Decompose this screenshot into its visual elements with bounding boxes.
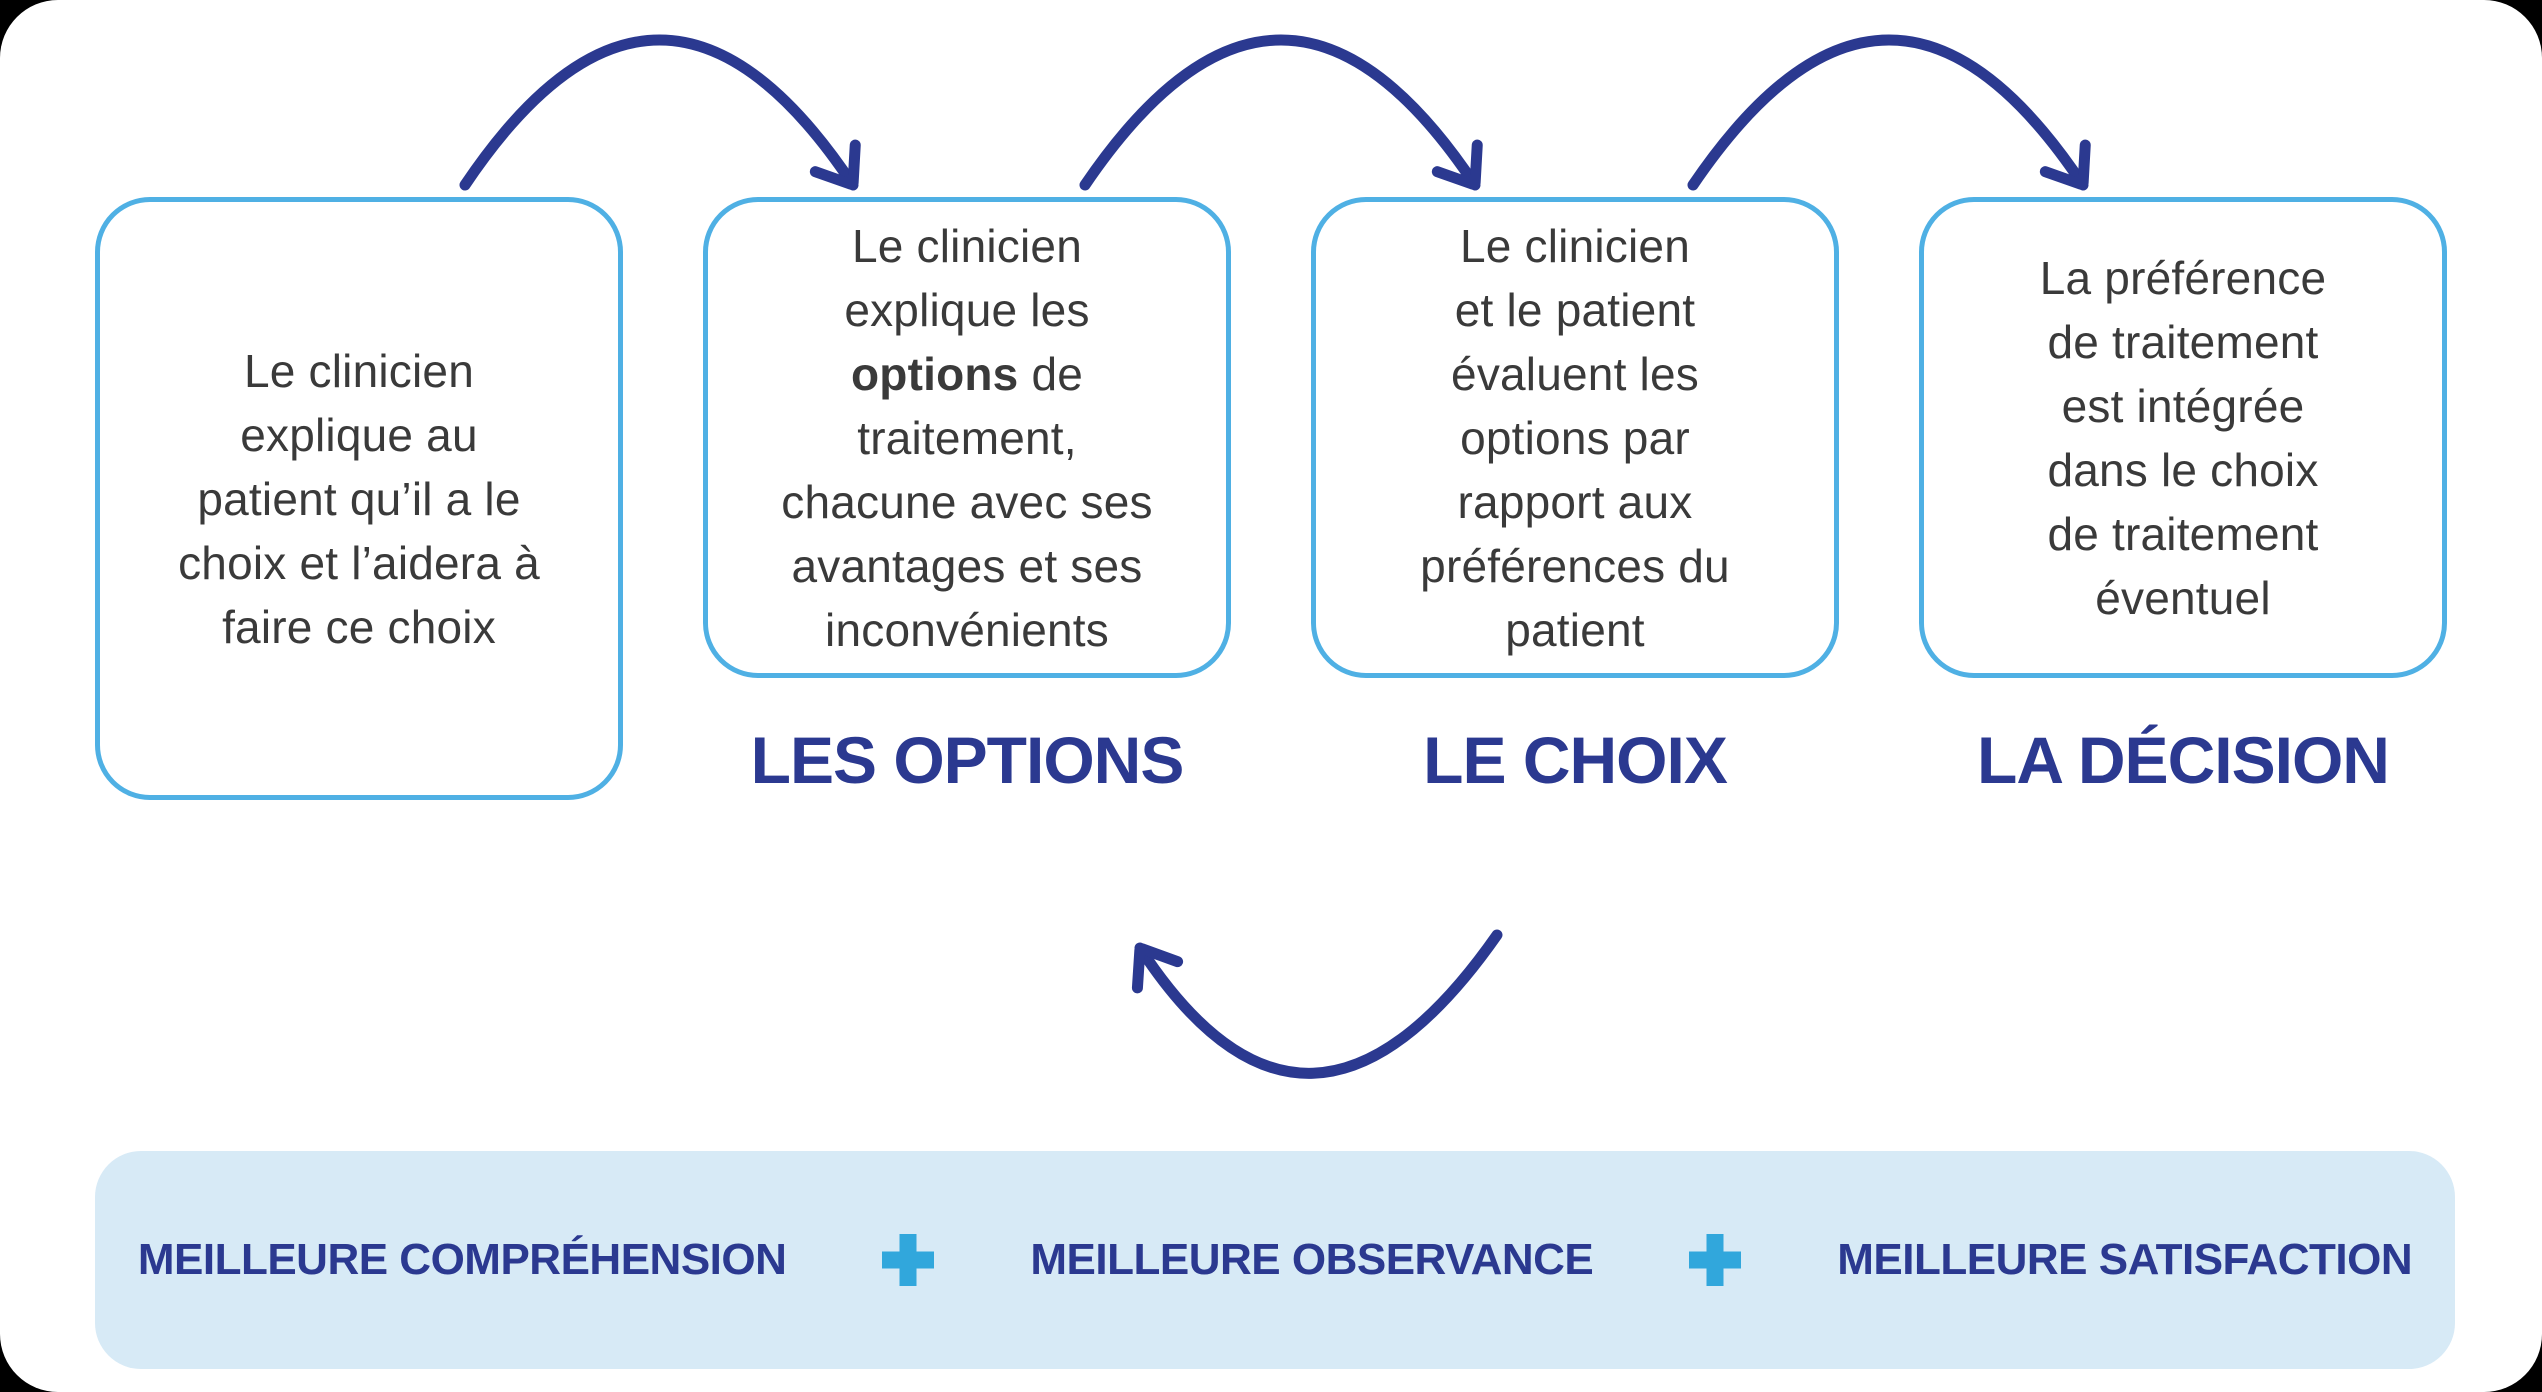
step-text-2: Le clinicien explique les options de tra… (781, 214, 1152, 662)
step-text-segment: Le clinicien explique les (844, 219, 1090, 336)
arc-arrow-step3-to-step4 (1687, 34, 2083, 191)
step-box-3: Le clinicien et le patient évaluent les … (1311, 197, 1839, 678)
step-column-2: Le clinicien explique les options de tra… (703, 197, 1231, 800)
plus-icon (882, 1234, 934, 1286)
step-label-les-options: LES OPTIONS (750, 723, 1185, 797)
arc-arrow-step1-to-step2 (459, 34, 853, 191)
step-column-4: La préférence de traitement est intégrée… (1919, 197, 2447, 800)
step-column-3: Le clinicien et le patient évaluent les … (1311, 197, 1839, 800)
benefit-comprehension: MEILLEURE COMPRÉHENSION (137, 1235, 787, 1284)
return-arrow-choix-to-options (1140, 929, 1503, 1079)
plus-icon (1689, 1234, 1741, 1286)
step-column-1: Le clinicien explique au patient qu’il a… (95, 197, 623, 800)
step-label-le-choix: LE CHOIX (1423, 723, 1728, 797)
arc-arrow-step2-to-step3 (1079, 34, 1475, 191)
step-box-2: Le clinicien explique les options de tra… (703, 197, 1231, 678)
step-text-1: Le clinicien explique au patient qu’il a… (178, 344, 540, 653)
step-text-4: La préférence de traitement est intégrée… (2039, 251, 2327, 624)
flow-steps: Le clinicien explique au patient qu’il a… (95, 197, 2447, 800)
benefit-satisfaction: MEILLEURE SATISFACTION (1837, 1235, 2413, 1284)
benefits-banner: MEILLEURE COMPRÉHENSION MEILLEURE OBSERV… (95, 1151, 2455, 1369)
step-text-3: Le clinicien et le patient évaluent les … (1420, 219, 1730, 656)
step-box-4: La préférence de traitement est intégrée… (1919, 197, 2447, 678)
step-text-bold-segment: options (850, 347, 1019, 400)
step-box-1: Le clinicien explique au patient qu’il a… (95, 197, 623, 800)
step-label-la-decision: LA DÉCISION (1977, 723, 2390, 797)
benefit-observance: MEILLEURE OBSERVANCE (1030, 1235, 1594, 1284)
step-text-segment: de traitement, chacune avec ses avantage… (781, 347, 1153, 656)
